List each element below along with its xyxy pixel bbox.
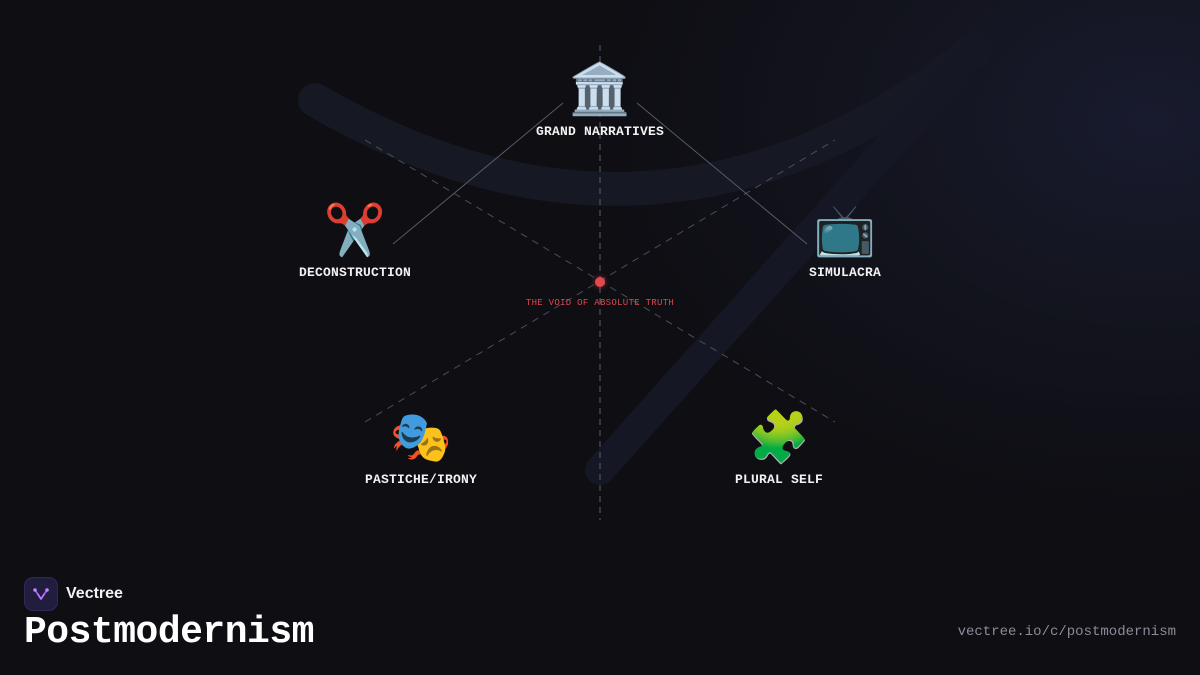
node-plural-self[interactable]: 🧩 PLURAL SELF	[669, 408, 889, 487]
node-pastiche-irony[interactable]: 🎭 PASTICHE/IRONY	[311, 408, 531, 487]
background-arc	[298, 33, 992, 206]
node-label: SIMULACRA	[808, 265, 881, 280]
node-label: DECONSTRUCTION	[298, 265, 412, 280]
brand-name: Vectree	[66, 585, 123, 602]
node-simulacra[interactable]: 📺 SIMULACRA	[735, 201, 955, 280]
page-title: Postmodernism	[24, 611, 314, 654]
connector-narratives-deconstruction	[392, 102, 564, 245]
center-label: THE VOID OF ABSOLUTE TRUTH	[525, 298, 675, 308]
vectree-logo-icon	[24, 577, 58, 611]
node-deconstruction[interactable]: ✂️ DECONSTRUCTION	[245, 201, 465, 280]
brand[interactable]: Vectree	[24, 577, 123, 611]
node-label: PASTICHE/IRONY	[364, 472, 478, 487]
classical-building-icon: 🏛️	[568, 60, 632, 118]
theater-masks-icon: 🎭	[389, 408, 453, 466]
center-point[interactable]	[595, 277, 605, 287]
page-url[interactable]: vectree.io/c/postmodernism	[957, 624, 1176, 640]
scissors-icon: ✂️	[323, 201, 387, 259]
puzzle-piece-icon: 🧩	[747, 408, 811, 466]
connector-narratives-simulacra	[636, 102, 808, 245]
television-icon: 📺	[813, 201, 877, 259]
background-stroke	[585, 35, 990, 485]
node-grand-narratives[interactable]: 🏛️ GRAND NARRATIVES	[490, 60, 710, 139]
node-label: PLURAL SELF	[734, 472, 823, 487]
node-label: GRAND NARRATIVES	[535, 124, 665, 139]
